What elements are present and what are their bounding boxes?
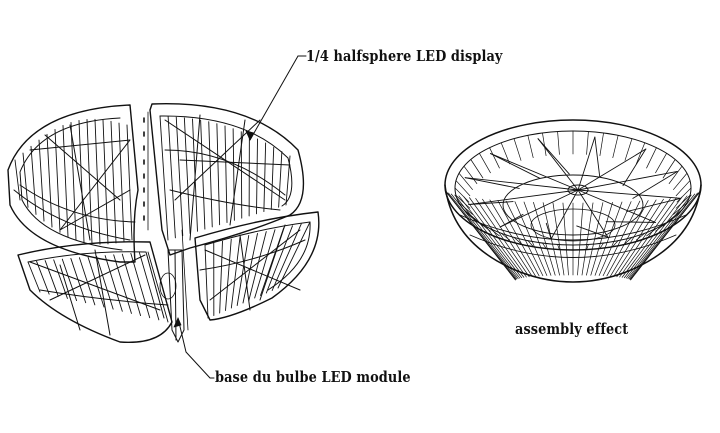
frame-rib xyxy=(449,193,517,279)
frame-rib xyxy=(490,148,500,168)
frame-rib xyxy=(464,197,524,278)
leader-quarter-display xyxy=(250,56,298,140)
frame-rib xyxy=(578,203,584,275)
frame-rib xyxy=(578,190,655,222)
frame-rib xyxy=(595,137,600,177)
frame-rib xyxy=(205,245,208,318)
frame-rib xyxy=(459,173,473,189)
assembled-hemisphere xyxy=(445,120,701,282)
frame-rib xyxy=(217,124,220,225)
frame-rib xyxy=(233,129,234,221)
frame-rib xyxy=(663,160,675,179)
frame-rib xyxy=(647,148,657,168)
frame-rib xyxy=(456,181,470,196)
frame-rib xyxy=(148,252,168,322)
frame-rib xyxy=(264,143,266,212)
quarter-segment-lower-left xyxy=(18,242,176,343)
frame-rib xyxy=(220,241,223,313)
quarter-segment-upper-left xyxy=(8,105,138,262)
label-base-bulb-module: base du bulbe LED module xyxy=(215,368,411,386)
quarter-segment-upper-center xyxy=(144,104,303,255)
frame-rib xyxy=(105,256,122,312)
label-assembly-effect: assembly effect xyxy=(515,320,628,338)
label-quarter-halfsphere-display: 1/4 halfsphere LED display xyxy=(306,47,502,65)
frame-rib xyxy=(623,149,646,186)
frame-rib xyxy=(279,152,282,208)
frame-rib xyxy=(538,139,569,174)
frame-rib xyxy=(578,190,681,198)
frame-rib xyxy=(464,166,477,183)
frame-rib xyxy=(131,253,150,317)
leader-base-module xyxy=(178,318,214,378)
frame-rib xyxy=(577,226,608,237)
frame-rib xyxy=(168,117,175,238)
frame-rib xyxy=(587,131,589,154)
frame-rib xyxy=(546,223,551,239)
frame-rib xyxy=(479,153,490,172)
frame-rib xyxy=(271,147,274,209)
frame-rib xyxy=(491,154,578,190)
frame-rib xyxy=(114,255,132,314)
frame-rib xyxy=(226,239,232,310)
frame-rib xyxy=(551,190,578,239)
frame-rib xyxy=(676,181,690,196)
frame-rib xyxy=(578,137,595,190)
frame-rib xyxy=(111,121,116,243)
frame-rib xyxy=(176,117,183,235)
frame-rib xyxy=(491,154,540,179)
frame-rib xyxy=(225,126,227,223)
frame-rib xyxy=(600,133,604,156)
frame-rib xyxy=(122,254,140,315)
frame-rib xyxy=(656,153,667,172)
frame-rib xyxy=(97,256,114,309)
frame-rib xyxy=(558,131,560,154)
frame-rib xyxy=(209,122,213,227)
frame-rib xyxy=(514,139,521,161)
frame-rib xyxy=(629,193,697,279)
frame-rib xyxy=(528,135,533,157)
frame-rib xyxy=(257,139,258,214)
frame-rib xyxy=(613,135,618,157)
frame-rib xyxy=(625,139,632,161)
frame-rib xyxy=(563,203,569,275)
frame-rib xyxy=(469,190,578,205)
frame-rib xyxy=(538,139,578,190)
frame-rib xyxy=(622,197,682,278)
frame-rib xyxy=(266,226,292,293)
frame-rib xyxy=(103,120,108,244)
frame-rib xyxy=(88,257,104,307)
frame-rib xyxy=(15,160,20,200)
frame-rib xyxy=(465,178,578,190)
frame-rib xyxy=(471,160,483,179)
frame-rib xyxy=(673,173,687,189)
